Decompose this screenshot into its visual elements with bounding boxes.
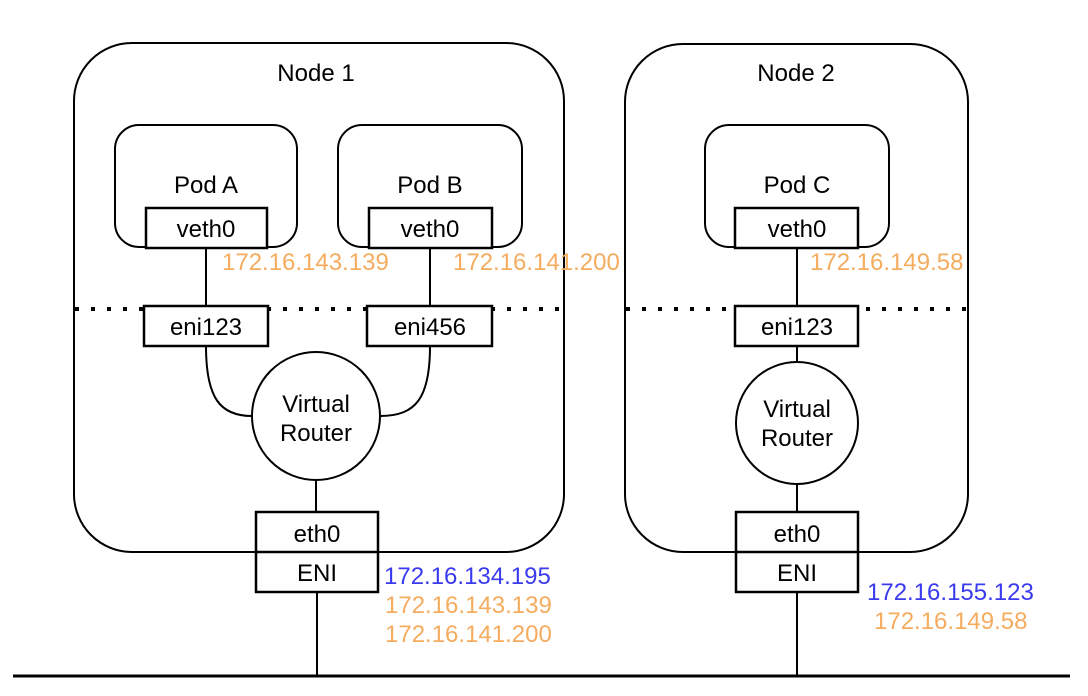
virtual-router-label-line2-node1: Router (280, 420, 352, 447)
pod-c-title: Pod C (764, 172, 831, 199)
pod-a-veth0-box (144, 206, 269, 250)
eni-label-node1: ENI (297, 560, 337, 587)
node1-primary-ip-label: 172.16.134.195 (384, 563, 551, 590)
pod-b-ip-label: 172.16.141.200 (453, 249, 620, 276)
virtual-router-circle-node2 (735, 361, 859, 485)
virtual-router-label-line2-node2: Router (761, 425, 833, 452)
eni456-to-router-link-node1 (379, 345, 431, 417)
node1-secondary-ip-label-2: 172.16.141.200 (385, 621, 552, 648)
pod-b-veth0-label: veth0 (401, 216, 460, 243)
node2-secondary-ip-label-1: 172.16.149.58 (874, 608, 1027, 635)
pod-b-veth0-box (367, 206, 494, 250)
pod-a-title: Pod A (174, 172, 238, 199)
pod-a-veth0-label: veth0 (177, 216, 236, 243)
pod-a-ip-label: 172.16.143.139 (222, 249, 389, 276)
eth0-label-node1: eth0 (294, 521, 341, 548)
eni123-label-node2: eni123 (761, 314, 833, 341)
eni123-to-router-link-node1 (205, 345, 253, 417)
virtual-router-label-line1-node2: Virtual (763, 396, 831, 423)
pod-c-ip-label: 172.16.149.58 (810, 249, 963, 276)
virtual-router-circle-node1 (251, 351, 381, 481)
pod-b-title: Pod B (397, 172, 462, 199)
eni123-label-node1: eni123 (170, 314, 242, 341)
pod-c-veth0-label: veth0 (768, 216, 827, 243)
node1-title: Node 1 (277, 60, 354, 87)
eni123-box-node1 (142, 304, 270, 348)
node2-title: Node 2 (757, 60, 834, 87)
pod-c-veth0-box (733, 206, 860, 250)
eni123-box-node2 (733, 304, 860, 348)
virtual-router-label-line1-node1: Virtual (282, 391, 350, 418)
node1-secondary-ip-label-1: 172.16.143.139 (385, 592, 552, 619)
eni456-label-node1: eni456 (394, 314, 466, 341)
node2-primary-ip-label: 172.16.155.123 (867, 579, 1034, 606)
eth0-label-node2: eth0 (774, 521, 821, 548)
eni-label-node2: ENI (777, 560, 817, 587)
eni456-box-node1 (365, 304, 494, 348)
